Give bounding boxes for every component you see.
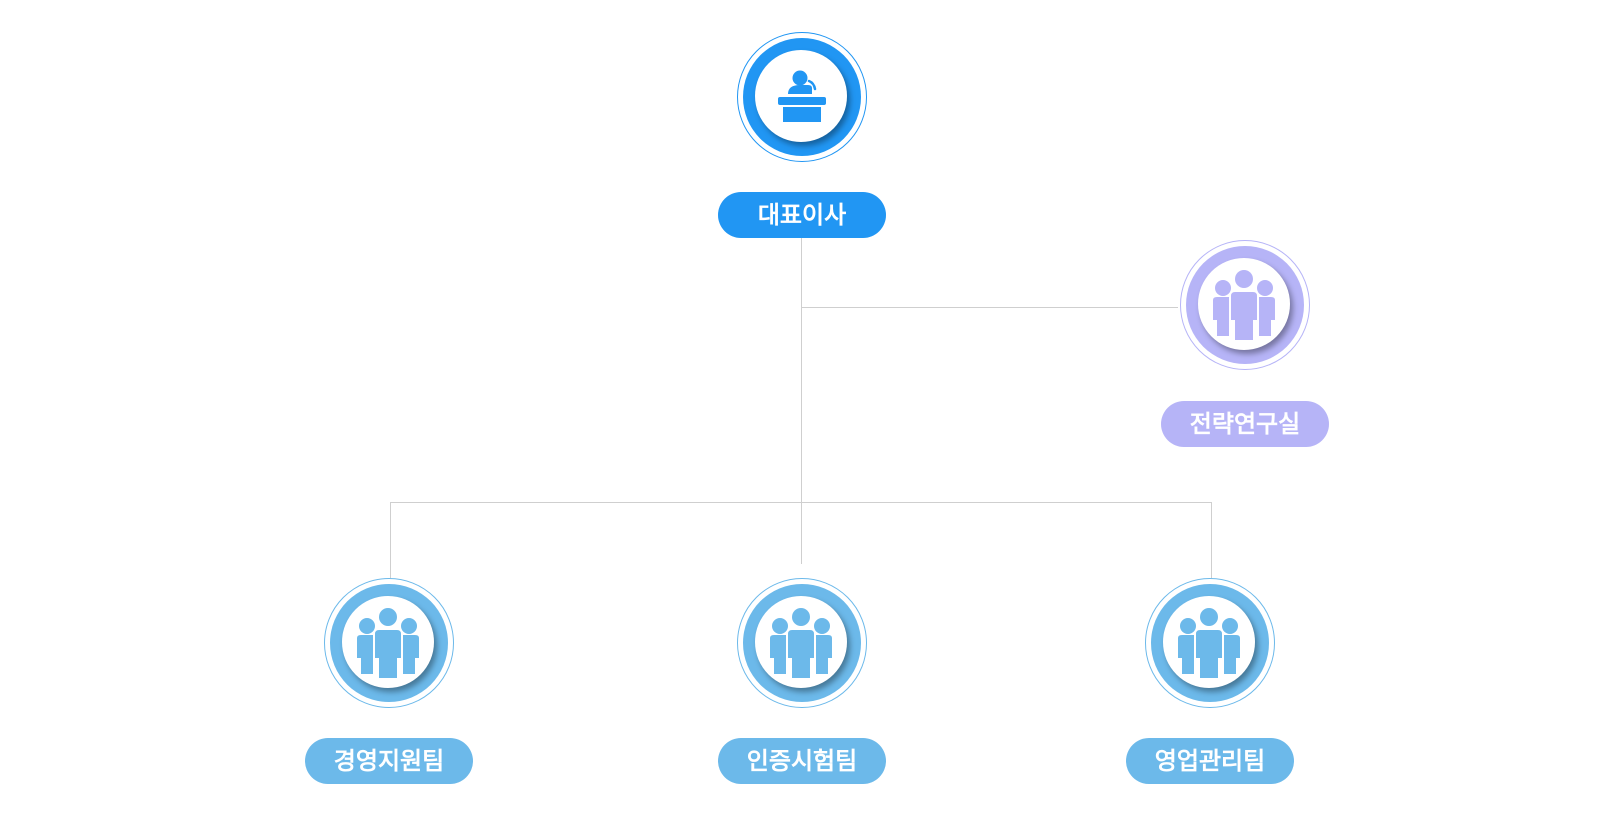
certification-label: 인증시험팀 <box>718 738 886 784</box>
connector-management-drop <box>390 502 391 578</box>
podium-speaker-icon <box>778 70 826 122</box>
connector-ceo-trunk <box>801 234 802 564</box>
ceo-label: 대표이사 <box>718 192 886 238</box>
connector-sales-drop <box>1211 502 1212 578</box>
research-ring-outer <box>1180 240 1310 370</box>
research-label: 전략연구실 <box>1161 401 1329 447</box>
research-node <box>1180 240 1310 370</box>
ceo-disc <box>755 50 847 142</box>
people-group-icon <box>1178 608 1240 678</box>
people-group-icon <box>770 608 832 678</box>
management-label: 경영지원팀 <box>305 738 473 784</box>
ceo-ring-outer <box>737 32 867 162</box>
ceo-node <box>737 32 867 162</box>
research-disc <box>1198 258 1290 350</box>
people-group-icon <box>357 608 419 678</box>
certification-node <box>737 578 867 708</box>
management-ring-outer <box>324 578 454 708</box>
connector-research-branch <box>801 307 1178 308</box>
sales-ring-outer <box>1145 578 1275 708</box>
management-node <box>324 578 454 708</box>
connector-teams-bar <box>390 502 1212 503</box>
sales-node <box>1145 578 1275 708</box>
management-disc <box>342 596 434 688</box>
sales-disc <box>1163 596 1255 688</box>
certification-disc <box>755 596 847 688</box>
sales-label: 영업관리팀 <box>1126 738 1294 784</box>
certification-ring-outer <box>737 578 867 708</box>
people-group-icon <box>1213 270 1275 340</box>
